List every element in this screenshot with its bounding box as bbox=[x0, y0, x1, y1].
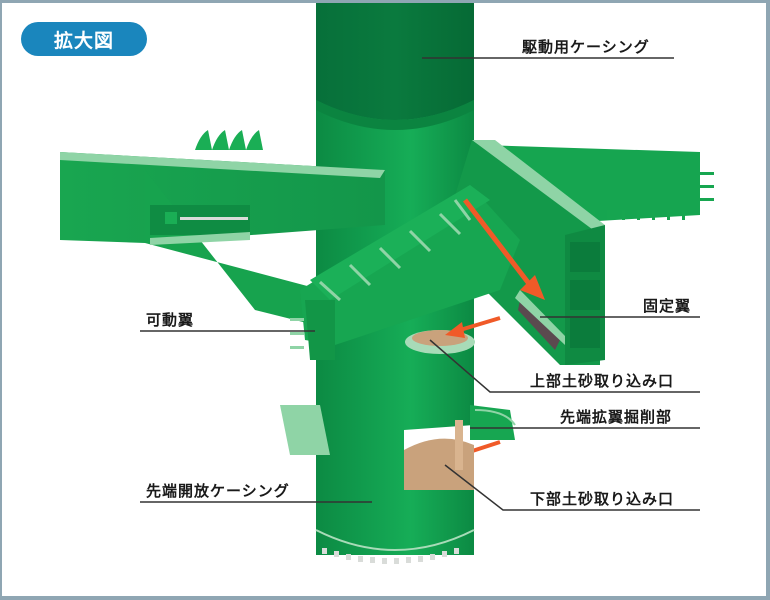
enlarged-view-badge: 拡大図 bbox=[21, 22, 147, 56]
label-tip-open-casing: 先端開放ケーシング bbox=[146, 482, 290, 500]
label-lower-soil-intake: 下部土砂取り込み口 bbox=[530, 490, 675, 508]
label-tip-expansion-excavation: 先端拡翼掘削部 bbox=[560, 408, 673, 426]
tip-open-casing-shape bbox=[280, 405, 516, 564]
label-upper-soil-intake: 上部土砂取り込み口 bbox=[530, 372, 675, 390]
label-fixed-wing: 固定翼 bbox=[643, 297, 692, 315]
upper-soil-intake-shape bbox=[405, 330, 475, 354]
central-blade-shape bbox=[290, 185, 520, 360]
leader-lines bbox=[140, 57, 700, 511]
label-drive-casing: 駆動用ケーシング bbox=[522, 38, 650, 56]
label-movable-wing: 可動翼 bbox=[146, 311, 195, 329]
